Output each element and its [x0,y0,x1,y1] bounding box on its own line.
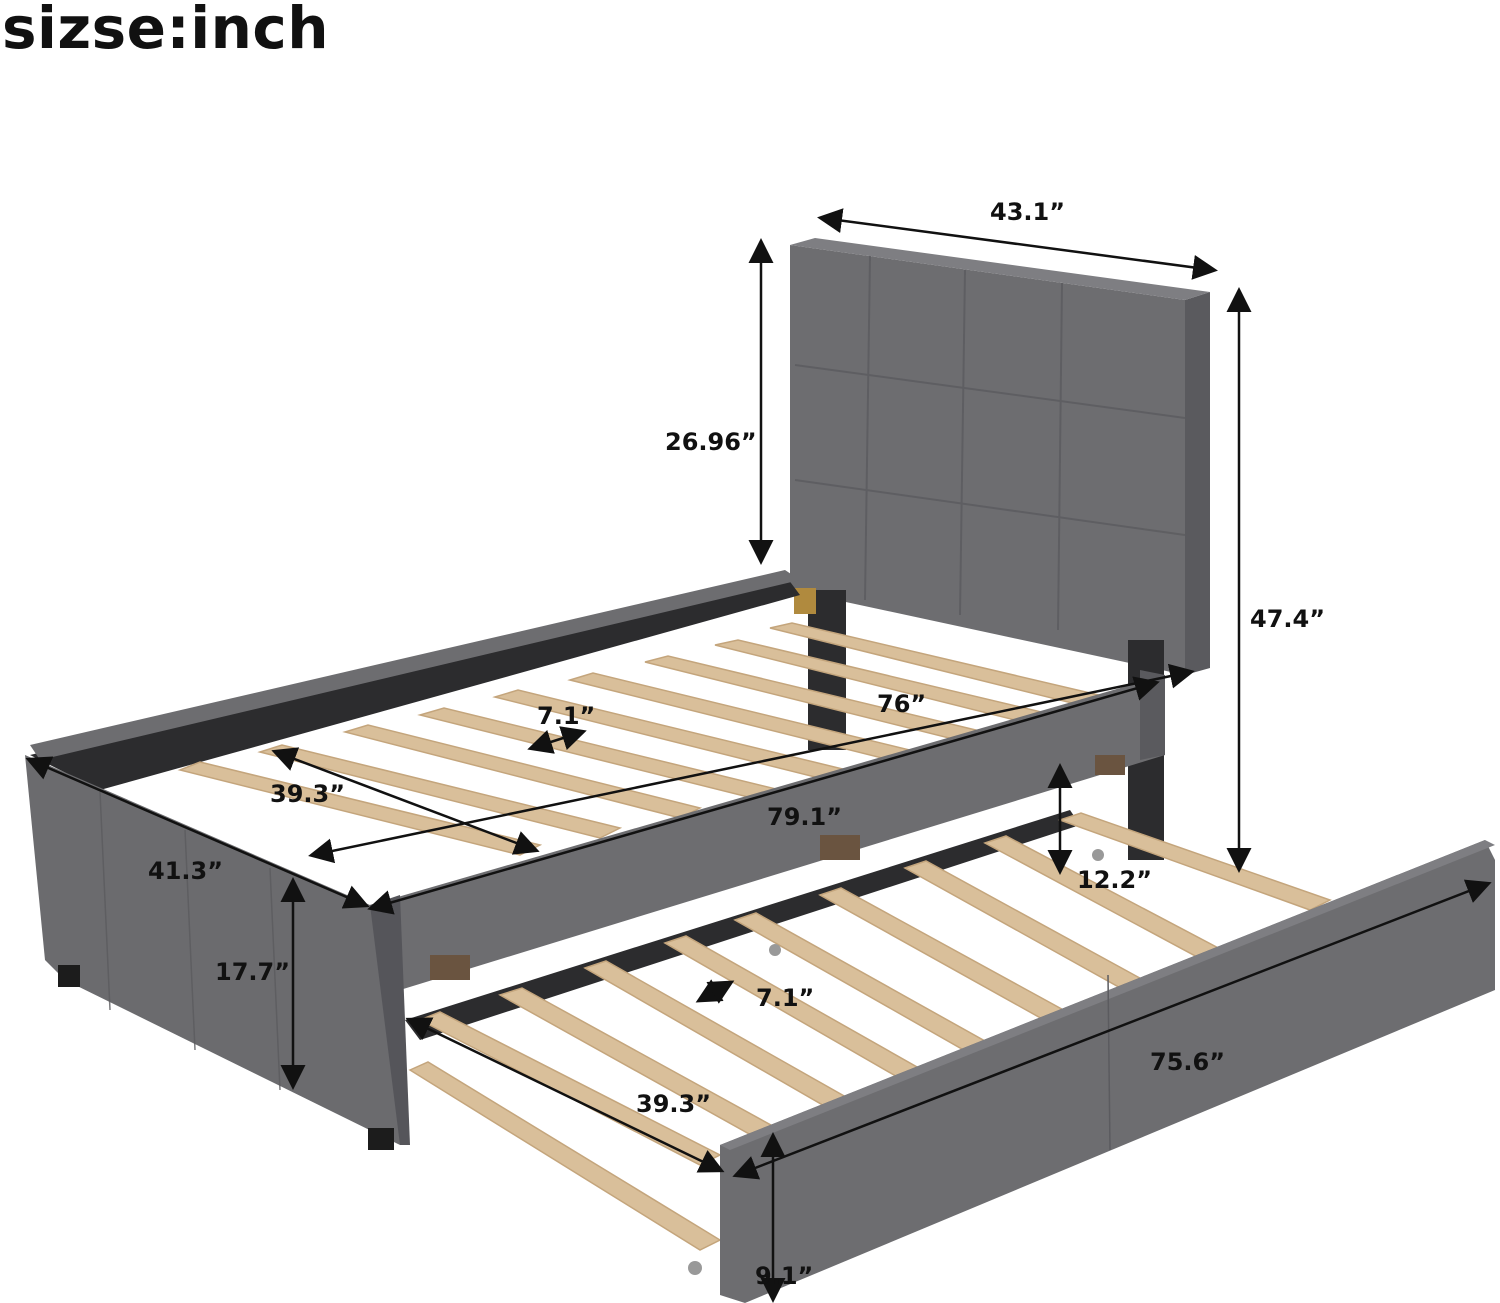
label-trundle-height: 9.1” [755,1262,814,1290]
label-trundle-clearance: 12.2” [1077,866,1152,894]
label-slat-spacing-top: 7.1” [537,702,596,730]
label-slat-length-trundle: 39.3” [636,1090,711,1118]
label-bed-length-inner: 76” [877,690,927,718]
label-bed-length-outer: 79.1” [767,803,842,831]
dimension-arrows [25,208,1492,1303]
label-headboard-width: 43.1” [990,198,1065,226]
label-total-height: 47.4” [1250,605,1325,633]
size-unit-title: sizse:inch [2,0,330,62]
label-slat-spacing-trundle: 7.1” [756,984,815,1012]
label-trundle-length: 75.6” [1150,1048,1225,1076]
label-slat-length-top: 39.3” [270,780,345,808]
label-footboard-height: 17.7” [215,958,290,986]
label-bed-width: 41.3” [148,857,223,885]
label-headboard-height: 26.96” [665,428,757,456]
